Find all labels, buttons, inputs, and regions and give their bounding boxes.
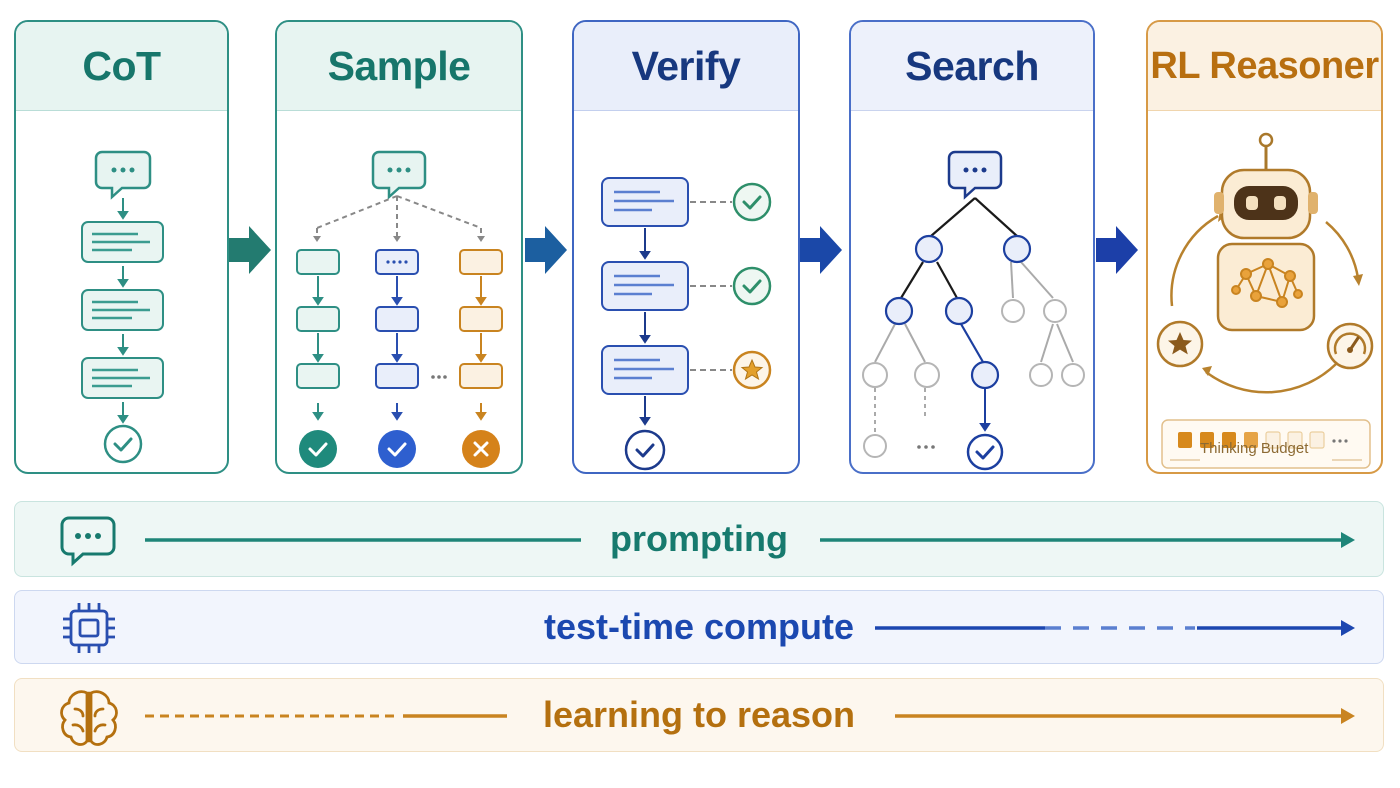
star-icon — [732, 350, 772, 390]
panel-title-rl-reasoner: RL Reasoner — [1148, 22, 1381, 111]
flow-arrow-icon — [229, 226, 271, 274]
check-icon — [966, 433, 1004, 471]
thinking-budget-label: Thinking Budget — [1200, 440, 1309, 457]
band-test-time-compute: test-time compute — [14, 590, 1384, 664]
flow-arrow-icon — [1096, 226, 1138, 274]
flow-arrow-icon — [525, 226, 567, 274]
band-learning-graphics — [60, 690, 1355, 746]
reasoning-step-3 — [601, 345, 689, 395]
rl-reasoner-diagram — [1156, 132, 1374, 469]
band-ttc-graphics — [63, 603, 1355, 653]
brain-icon — [60, 690, 118, 746]
sample-diagram — [296, 150, 503, 468]
band-label-learning-to-reason: learning to reason — [542, 694, 856, 735]
reasoning-step-1 — [601, 177, 689, 227]
check-icon — [103, 424, 143, 464]
reasoning-step-2 — [81, 289, 164, 331]
band-learning-to-reason: learning to reason — [14, 678, 1384, 752]
band-prompting: prompting — [14, 501, 1384, 577]
panel-title-verify: Verify — [574, 22, 798, 111]
network-icon — [1231, 258, 1303, 308]
chip-icon — [63, 603, 115, 653]
cot-diagram — [81, 150, 164, 464]
search-tree-diagram — [862, 150, 1085, 471]
panel-title-cot: CoT — [16, 22, 227, 111]
panel-sample: Sample — [275, 20, 523, 474]
gauge-icon — [1326, 322, 1374, 370]
chat-bubble-icon — [947, 150, 1003, 200]
chat-bubble-icon — [60, 516, 116, 567]
check-icon — [387, 442, 407, 457]
reasoning-step-3 — [81, 357, 164, 399]
check-icon — [308, 442, 328, 457]
tree-nodes-active — [884, 234, 1032, 390]
verifier-check-icon — [732, 266, 772, 306]
verify-diagram — [601, 177, 772, 471]
check-icon — [624, 429, 666, 471]
sample-path-teal — [296, 249, 340, 468]
panel-title-search: Search — [851, 22, 1093, 111]
cross-icon — [473, 441, 489, 457]
band-label-prompting: prompting — [610, 518, 788, 559]
sample-path-gold — [459, 249, 503, 468]
sample-path-blue — [375, 249, 419, 468]
panel-cot: CoT — [14, 20, 229, 474]
panel-rl-reasoner: RL Reasoner — [1146, 20, 1383, 474]
panel-verify: Verify — [572, 20, 800, 474]
chat-bubble-icon — [94, 150, 152, 200]
robot-icon — [1214, 132, 1318, 332]
flow-arrow-icon — [800, 226, 842, 274]
reasoning-step-2 — [601, 261, 689, 311]
band-label-test-time-compute: test-time compute — [543, 606, 855, 647]
star-reward-icon — [1156, 320, 1204, 368]
band-prompting-graphics — [60, 516, 1355, 567]
reasoning-step-1 — [81, 221, 164, 263]
verifier-check-icon — [732, 182, 772, 222]
tree-nodes-pruned — [862, 299, 1085, 458]
panel-title-sample: Sample — [277, 22, 521, 111]
thinking-budget-meter — [1161, 419, 1371, 469]
panel-search: Search — [849, 20, 1095, 474]
chat-bubble-icon — [371, 150, 427, 200]
